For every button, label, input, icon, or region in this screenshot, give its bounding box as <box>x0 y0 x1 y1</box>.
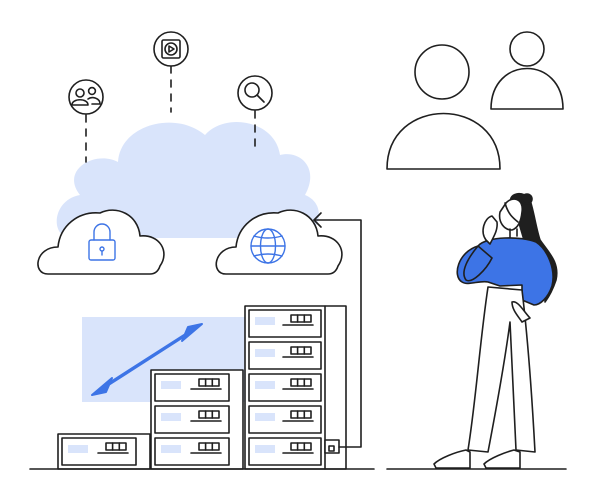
avatar-small <box>490 31 564 110</box>
server-unit <box>61 437 137 466</box>
play-icon <box>153 31 189 67</box>
server-unit <box>248 437 322 466</box>
globe-icon <box>250 228 286 264</box>
thinking-woman <box>433 193 558 469</box>
server-unit <box>248 373 322 402</box>
server-unit <box>248 405 322 434</box>
avatar-large <box>386 44 501 170</box>
users-icon <box>68 79 104 115</box>
search-icon <box>237 75 273 111</box>
server-unit <box>248 309 322 338</box>
icon-connectors <box>85 65 256 163</box>
double-arrow-icon <box>91 323 203 396</box>
server-unit <box>248 341 322 370</box>
server-unit <box>154 437 230 466</box>
globe-cloud <box>215 209 343 275</box>
connection-arrow <box>313 212 362 454</box>
server-unit <box>154 405 230 434</box>
background-cloud <box>56 121 319 239</box>
lock-cloud <box>37 209 165 275</box>
server-unit <box>154 373 230 402</box>
lock-icon <box>88 223 116 261</box>
